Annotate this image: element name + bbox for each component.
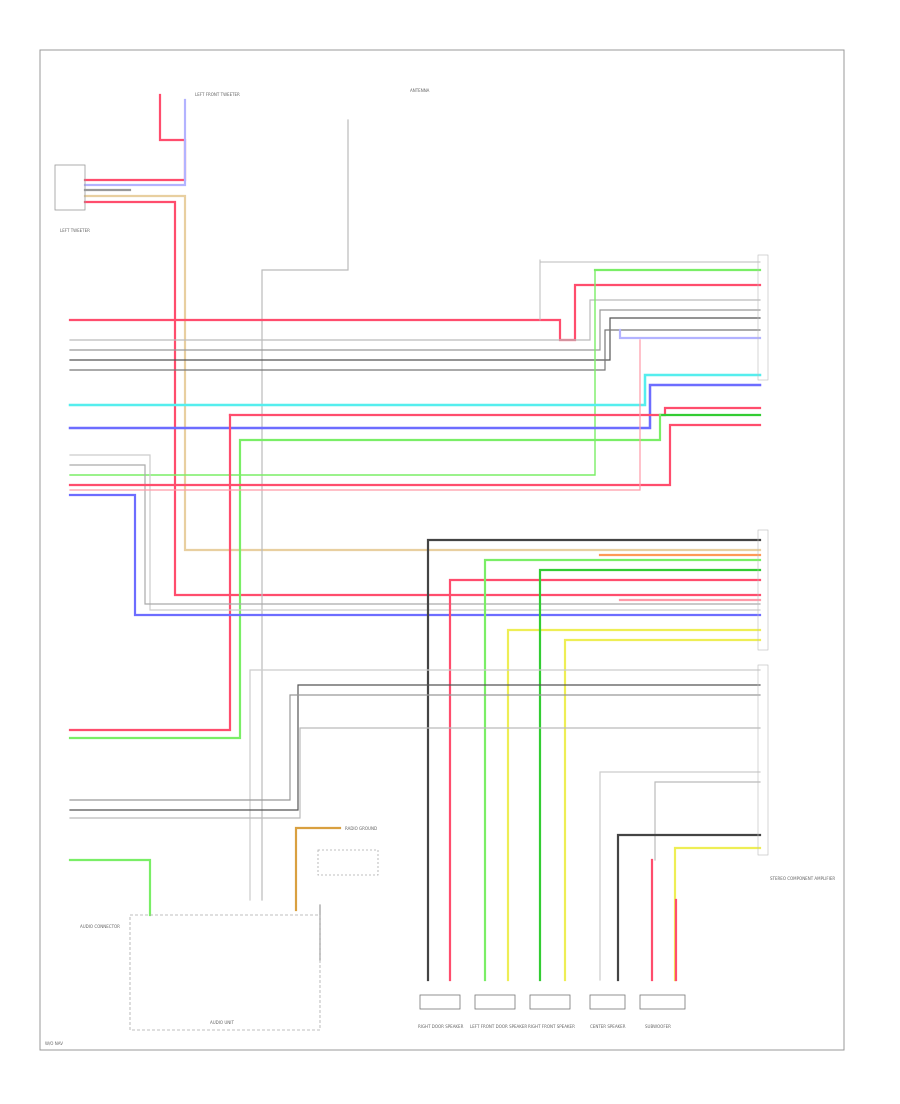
wire-amp-black [426,538,762,982]
label-right-front-speaker: RIGHT FRONT SPEAKER [528,1024,575,1029]
wire-red-mid-down [68,413,232,732]
wire-green-mid-drop [68,413,662,740]
label-right-door-speaker: RIGHT DOOR SPEAKER [418,1024,464,1029]
wire-tweeter-red [83,93,187,182]
wire-tweeter-tan [83,194,762,552]
wire-bus-red [68,283,762,342]
wire-low-gray1 [249,669,761,901]
wire-left-gray1 [69,454,761,611]
wire-sw-black [616,833,762,982]
label-footer: W/O NAV [45,1041,63,1046]
wire-amp-yellow2 [563,638,762,982]
wire-left-gray2 [69,464,761,605]
speaker-center [589,994,626,1010]
wire-amp-green2 [538,568,762,982]
label-left-tweeter: LEFT TWEETER [60,228,90,233]
amp-connector-low [757,664,769,856]
label-subwoofer: SUBWOOFER [645,1024,671,1029]
amp-connector-mid [757,529,769,651]
amp-connector-upper [757,254,769,381]
wire-bus-black [69,317,761,361]
speaker-sub [639,994,686,1010]
wire-orange [294,826,342,912]
wire-tweeter-blue [83,98,187,187]
speaker-right-front [529,994,571,1010]
label-audio-unit: AUDIO UNIT [210,1020,234,1025]
connector-pins [54,164,769,856]
wire-low-black [69,684,761,811]
wire-center-gray [261,119,349,901]
wire-bus-lblue [618,328,762,340]
wire-amp-yellow [506,628,762,982]
wire-left-blue [68,493,762,617]
wire-bus-green-drop [69,269,596,476]
wire-left-pink [69,339,641,491]
wire-bus-gray2 [69,309,761,351]
wires [68,93,762,982]
wire-blue [68,383,762,430]
speaker-right-door [419,994,461,1010]
wire-sw-gray [599,771,761,981]
wire-bl-green [68,858,152,917]
speakers [419,994,686,1010]
label-left-front-tweeter: LEFT FRONT TWEETER [195,92,240,97]
wire-cyan [68,373,762,407]
label-audio-connector: AUDIO CONNECTOR [80,924,120,929]
label-antenna: ANTENNA [410,88,430,93]
wire-bus-gray1 [69,299,761,341]
wire-low-gray3 [69,727,761,819]
tweeter-connector [54,164,86,211]
label-left-front-door-speaker: LEFT FRONT DOOR SPEAKER [470,1024,527,1029]
wire-red-mid [228,406,762,417]
label-center-speaker: CENTER SPEAKER [590,1024,626,1029]
wire-tweeter-red2 [83,200,762,597]
wire-amp-red [448,578,762,982]
label-amplifier: STEREO COMPONENT AMPLIFIER [770,876,835,881]
wire-left-red [68,423,762,487]
audio-unit-box [129,914,321,1031]
label-radio-ground: RADIO GROUND [345,826,377,831]
diagram-border [39,49,845,1051]
text-labels: LEFT TWEETER LEFT FRONT TWEETER ANTENNA … [45,88,835,1046]
wire-bus-dark [69,329,761,371]
wire-amp-green1 [483,558,762,982]
wire-sw-yellow [673,846,762,982]
wire-low-gray2 [69,694,761,801]
speaker-left-front-door [474,994,516,1010]
radio-ground-box [317,849,379,876]
